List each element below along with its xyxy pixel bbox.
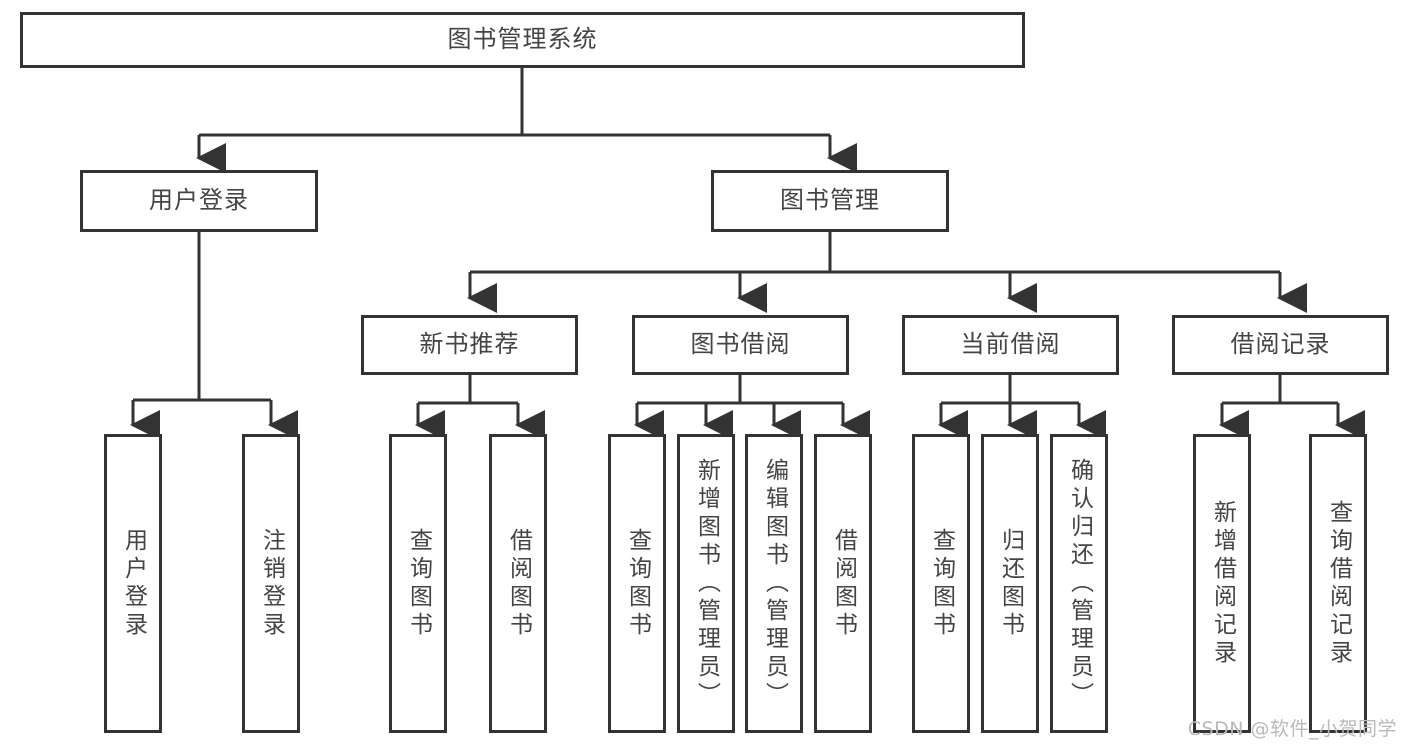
node-label: 编辑图书（管理员） <box>761 457 788 710</box>
node-book-management[interactable]: 图书管理 <box>711 170 949 232</box>
node-label: 用户登录 <box>120 527 147 640</box>
node-label: 新增借阅记录 <box>1209 499 1236 668</box>
node-user-login[interactable]: 用户登录 <box>80 170 318 232</box>
node-label: 借阅图书 <box>830 527 857 640</box>
node-label: 用户登录 <box>149 186 249 215</box>
node-label: 查询图书 <box>624 527 651 640</box>
leaf-borrow-record-add-record[interactable]: 新增借阅记录 <box>1193 434 1251 733</box>
node-label: 图书借阅 <box>690 330 791 359</box>
leaf-current-borrow-query-book[interactable]: 查询图书 <box>912 434 970 733</box>
node-label: 确认归还（管理员） <box>1066 457 1093 710</box>
leaf-book-borrow-add-book-admin[interactable]: 新增图书（管理员） <box>677 434 735 733</box>
node-label: 图书管理 <box>780 186 880 215</box>
node-book-borrow[interactable]: 图书借阅 <box>632 315 849 375</box>
leaf-book-borrow-query-book[interactable]: 查询图书 <box>608 434 666 733</box>
leaf-new-book-query-book[interactable]: 查询图书 <box>389 434 447 733</box>
node-label: 当前借阅 <box>960 330 1061 359</box>
node-label: 注销登录 <box>258 527 285 640</box>
node-label: 借阅记录 <box>1230 330 1331 359</box>
node-label: 查询借阅记录 <box>1325 499 1352 668</box>
node-current-borrow[interactable]: 当前借阅 <box>902 315 1119 375</box>
leaf-borrow-record-query-record[interactable]: 查询借阅记录 <box>1309 434 1367 733</box>
node-borrow-record[interactable]: 借阅记录 <box>1172 315 1389 375</box>
leaf-book-borrow-borrow-book[interactable]: 借阅图书 <box>814 434 872 733</box>
csdn-watermark: CSDN @软件_小贺同学 <box>1187 718 1397 740</box>
leaf-user-login-user-login[interactable]: 用户登录 <box>104 434 162 733</box>
leaf-book-borrow-edit-book-admin[interactable]: 编辑图书（管理员） <box>745 434 803 733</box>
node-label: 新增图书（管理员） <box>693 457 720 710</box>
leaf-user-login-logout[interactable]: 注销登录 <box>242 434 300 733</box>
node-label: 图书管理系统 <box>447 25 598 54</box>
node-label: 查询图书 <box>405 527 432 640</box>
node-label: 借阅图书 <box>505 527 532 640</box>
leaf-current-borrow-return-book[interactable]: 归还图书 <box>981 434 1039 733</box>
leaf-new-book-borrow-book[interactable]: 借阅图书 <box>489 434 547 733</box>
leaf-current-borrow-confirm-return-admin[interactable]: 确认归还（管理员） <box>1050 434 1108 733</box>
node-book-management-system[interactable]: 图书管理系统 <box>20 12 1025 68</box>
node-label: 归还图书 <box>997 527 1024 640</box>
node-new-book-recommend[interactable]: 新书推荐 <box>361 315 578 375</box>
node-label: 新书推荐 <box>419 330 520 359</box>
node-label: 查询图书 <box>928 527 955 640</box>
